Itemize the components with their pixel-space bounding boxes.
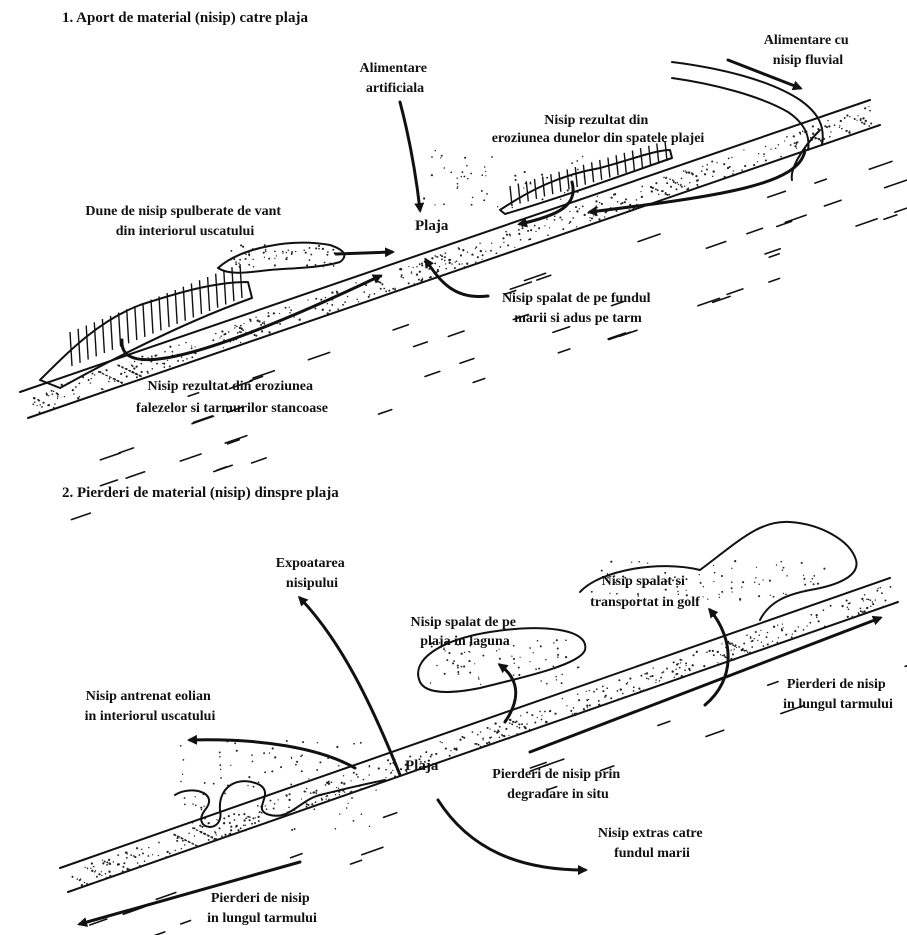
arrow-exploitation — [300, 598, 400, 775]
aeolian-dunes — [175, 780, 385, 827]
label-exploitation: Expoatarea nisipului — [276, 556, 348, 591]
beach-sand-texture — [32, 106, 872, 413]
arrow-aeolian — [190, 740, 355, 768]
label-seafloor-washed: Nisip spalat de pe fundul marii si adus … — [502, 291, 654, 326]
inland-blown-dune — [218, 243, 344, 273]
label-river-supply: Alimentare cu nisip fluvial — [764, 33, 852, 68]
label-longshore-left: Pierderi de nisip in lungul tarmului — [207, 891, 317, 926]
label-degradation: Pierderi de nisip prin degradare in situ — [492, 767, 623, 802]
panel-2-title: 2. Pierderi de material (nisip) dinspre … — [62, 485, 339, 501]
label-cliff-erosion: Nisip rezultat din eroziunea falezelor s… — [136, 379, 328, 416]
panel-1-title: 1. Aport de material (nisip) catre plaja — [62, 10, 308, 26]
cliff-hatching — [40, 264, 252, 388]
label-aeolian: Nisip antrenat eolian in interiorul usca… — [85, 689, 216, 724]
beach-strip-1 — [20, 100, 880, 418]
arrow-offshore-extraction — [438, 800, 585, 870]
label-beach-2: Plaja — [405, 758, 439, 774]
label-dune-erosion: Nisip rezultat din eroziunea dunelor din… — [492, 113, 705, 146]
panel-1-sediment-input: 1. Aport de material (nisip) catre plaja — [20, 10, 907, 520]
label-beach-1: Plaja — [415, 218, 449, 234]
label-offshore-extraction: Nisip extras catre fundul marii — [598, 826, 706, 861]
label-artificial-supply: Alimentare artificiala — [360, 61, 431, 96]
label-longshore-right: Pierderi de nisip in lungul tarmului — [783, 677, 893, 712]
arrow-blown-dune — [336, 252, 392, 254]
arrow-artificial-supply — [400, 102, 420, 210]
label-blown-dunes: Dune de nisip spulberate de vant din int… — [85, 204, 284, 239]
label-bay-transport: Nisip spalat si transportat in golf — [590, 574, 700, 610]
label-lagoon-washover: Nisip spalat de pe plaja in laguna — [411, 615, 520, 649]
panel-2-sediment-loss: 2. Pierderi de material (nisip) dinspre … — [60, 485, 907, 935]
